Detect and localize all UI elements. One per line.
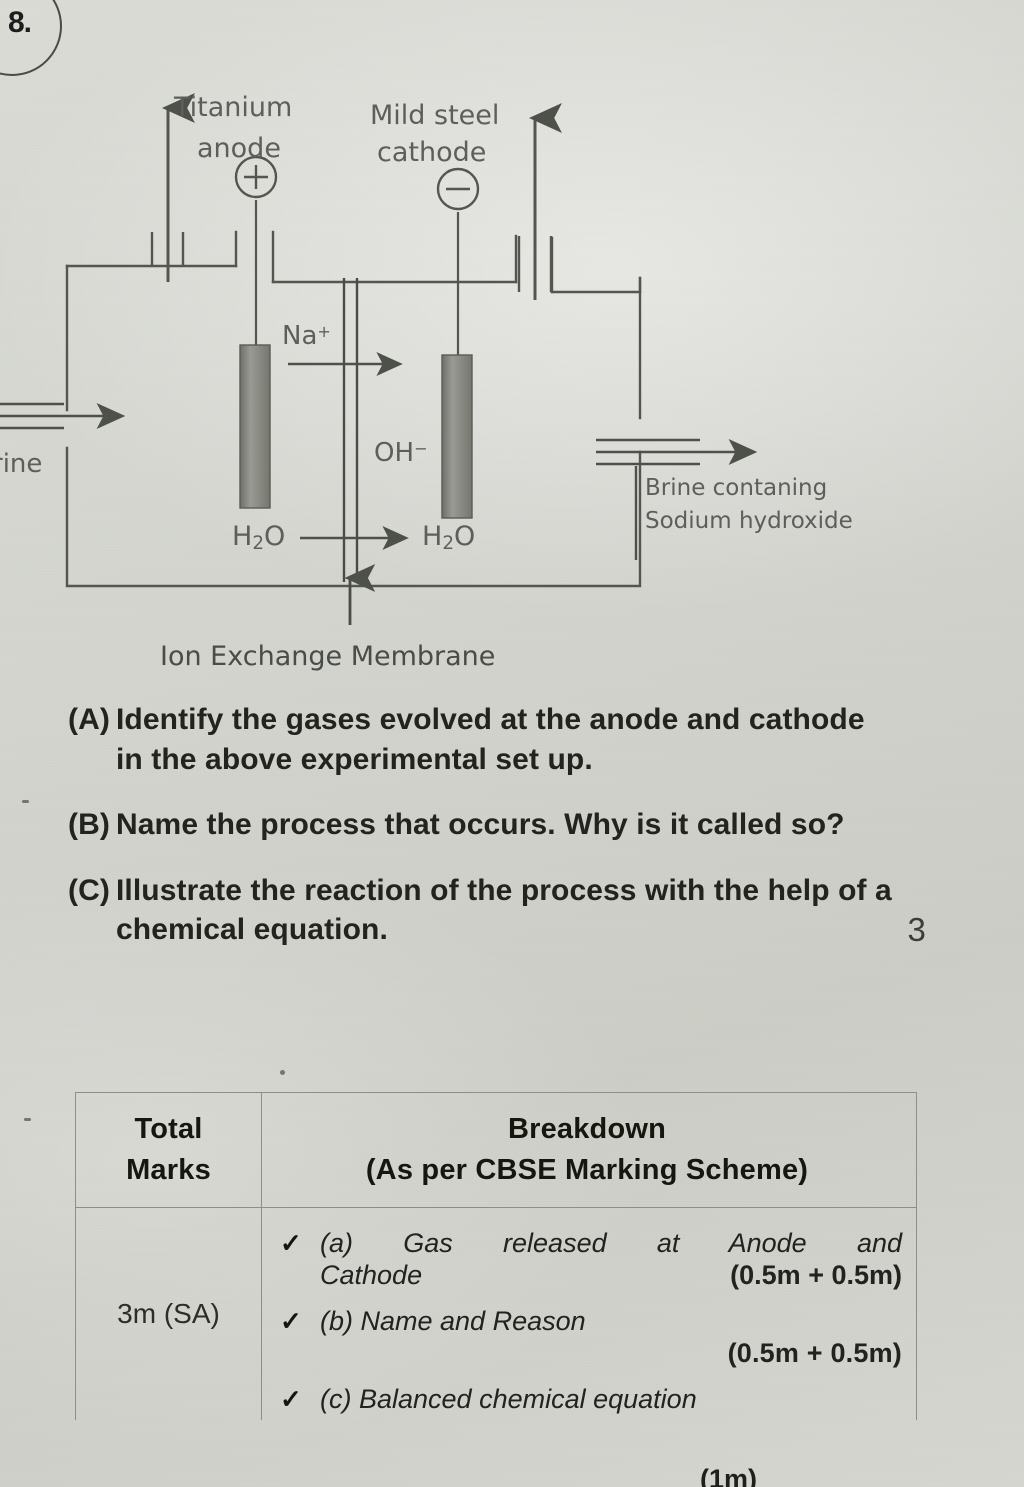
check-icon-placeholder: ✓ bbox=[280, 1338, 320, 1369]
scheme-item-a-marks: (0.5m + 0.5m) bbox=[730, 1260, 902, 1291]
part-c-marker: (C) bbox=[68, 873, 110, 907]
table-header-row: Total Marks Breakdown (As per CBSE Marki… bbox=[76, 1093, 916, 1209]
cell-total-marks-value: 3m (SA) bbox=[76, 1208, 262, 1420]
part-c-marks: 3 bbox=[907, 911, 926, 949]
check-icon: ✓ bbox=[280, 1383, 302, 1414]
scheme-item-a: ✓ (a) Gas released at Anode and bbox=[280, 1228, 902, 1260]
brine-inlet bbox=[0, 402, 126, 430]
hydroxide-ion-label: OH− bbox=[374, 438, 428, 468]
check-icon: ✓ bbox=[280, 1228, 302, 1259]
part-a-marker: (A) bbox=[68, 703, 110, 736]
cell-vessel bbox=[65, 230, 642, 588]
brine-outlet bbox=[596, 438, 758, 560]
water-label-left: H2O bbox=[232, 521, 286, 555]
sodium-ion-label: Na+ bbox=[282, 321, 331, 351]
part-a-text: Identify the gases evolved at the anode … bbox=[116, 703, 865, 776]
header-breakdown: Breakdown (As per CBSE Marking Scheme) bbox=[262, 1093, 916, 1207]
scheme-item-b-marks: (0.5m + 0.5m) bbox=[727, 1337, 902, 1368]
paper-speck bbox=[24, 1118, 31, 1121]
anode-label-line2: anode bbox=[197, 133, 281, 164]
scheme-item-c: ✓ (c) Balanced chemical equation bbox=[280, 1384, 902, 1416]
scheme-item-a-cont: ✓ Cathode (0.5m + 0.5m) bbox=[280, 1260, 902, 1292]
cell-breakdown-list: ✓ (a) Gas released at Anode and ✓ Cathod… bbox=[262, 1208, 916, 1419]
part-b-marker: (B) bbox=[68, 808, 110, 842]
water-label-right: H2O bbox=[422, 521, 476, 555]
scheme-item-b-label: (b) Name and Reason bbox=[320, 1306, 586, 1337]
brine-outlet-label-line1: Brine contaning bbox=[645, 475, 828, 501]
header-breakdown-line1: Breakdown bbox=[507, 1113, 667, 1145]
question-part-b: (B) Name the process that occurs. Why is… bbox=[68, 805, 898, 845]
scheme-item-a-label2-text: Cathode bbox=[320, 1260, 423, 1291]
cathode-electrode bbox=[436, 167, 480, 519]
header-total-marks-line1: Total bbox=[134, 1113, 203, 1145]
question-part-c: (C) Illustrate the reaction of the proce… bbox=[68, 871, 926, 950]
cathode-label-line2: cathode bbox=[377, 137, 487, 168]
spacer bbox=[280, 1370, 902, 1384]
scheme-item-b: ✓ (b) Name and Reason bbox=[280, 1306, 902, 1338]
header-breakdown-line2: (As per CBSE Marking Scheme) bbox=[365, 1154, 809, 1187]
cathode-gas-outlet bbox=[517, 103, 562, 300]
ion-exchange-membrane bbox=[342, 278, 376, 625]
header-total-marks-line2: Marks bbox=[126, 1154, 211, 1187]
check-icon-placeholder: ✓ bbox=[280, 1260, 320, 1291]
electrolysis-cell-diagram: Titanium anode Mild steel cathode Na+ OH… bbox=[0, 0, 1024, 690]
paper-speck bbox=[22, 800, 29, 803]
check-icon: ✓ bbox=[280, 1306, 302, 1337]
brine-outlet-label-line2: Sodium hydroxide bbox=[645, 508, 853, 534]
spacer bbox=[280, 1292, 902, 1306]
part-c-body: Illustrate the reaction of the process w… bbox=[116, 873, 892, 947]
header-total-marks: Total Marks bbox=[76, 1093, 262, 1208]
question-parts-list: (A) Identify the gases evolved at the an… bbox=[68, 700, 926, 976]
brine-inlet-label: rine bbox=[0, 449, 43, 479]
table-body-row: 3m (SA) ✓ (a) Gas released at Anode and … bbox=[76, 1208, 916, 1420]
question-number-label: 8. bbox=[8, 6, 32, 39]
scheme-item-b-marks-line: ✓ (0.5m + 0.5m) bbox=[280, 1338, 902, 1370]
diagram-svg bbox=[0, 93, 758, 625]
anode-electrode bbox=[234, 155, 278, 509]
scheme-item-a-label: (a) Gas released at Anode and bbox=[320, 1228, 902, 1259]
cathode-label-line1: Mild steel bbox=[370, 100, 500, 131]
part-c-text: Illustrate the reaction of the process w… bbox=[116, 871, 926, 950]
scheme-item-c-label: (c) Balanced chemical equation bbox=[320, 1383, 697, 1414]
scheme-item-c-marks: (1m) bbox=[700, 1464, 758, 1487]
scheme-item-a-label2: Cathode (0.5m + 0.5m) bbox=[320, 1260, 902, 1292]
part-b-text: Name the process that occurs. Why is it … bbox=[116, 808, 845, 842]
membrane-label: Ion Exchange Membrane bbox=[160, 641, 496, 672]
question-part-a: (A) Identify the gases evolved at the an… bbox=[68, 700, 898, 779]
anode-gas-outlet bbox=[150, 93, 195, 282]
paper-speck bbox=[280, 1070, 285, 1075]
anode-label-line1: Titanium bbox=[174, 92, 293, 123]
marking-scheme-table: Total Marks Breakdown (As per CBSE Marki… bbox=[75, 1092, 917, 1420]
